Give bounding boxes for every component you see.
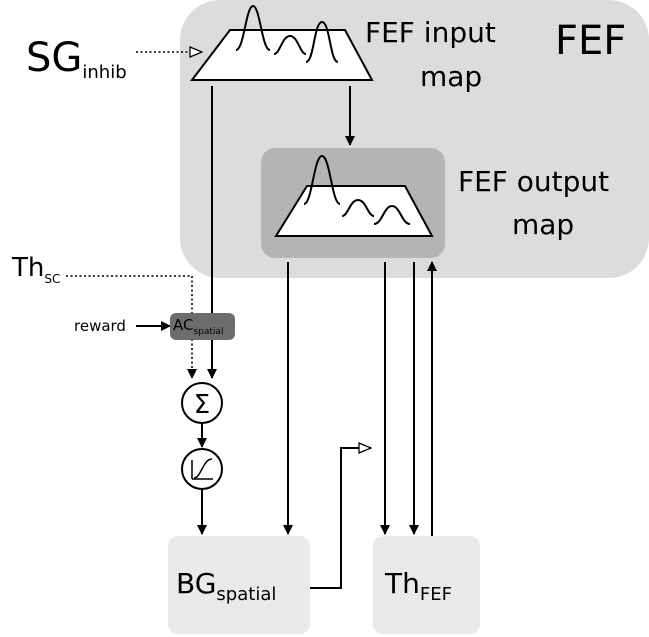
sg-inhib-label: SGinhib xyxy=(26,35,127,83)
reward-label: reward xyxy=(74,317,126,335)
fef-output-map-label-line2: map xyxy=(512,208,574,241)
th-sc-label: ThSC xyxy=(11,253,60,286)
sum-symbol: Σ xyxy=(194,390,210,420)
bg-spatial-node xyxy=(168,536,310,634)
fef-input-map-label-line2: map xyxy=(420,60,482,93)
fef-output-map xyxy=(274,154,434,237)
fef-input-map xyxy=(189,4,374,81)
ac-spatial-box xyxy=(170,313,235,340)
th-fef-label: ThFEF xyxy=(384,567,452,605)
th-sc-dotted-path xyxy=(66,275,197,379)
ac-spatial-label: ACspatial xyxy=(173,316,223,337)
fef-label: FEF xyxy=(555,18,626,64)
fef-input-map-label-line1: FEF input xyxy=(365,16,496,49)
th-fef-node xyxy=(373,536,480,634)
fef-output-map-label-line1: FEF output xyxy=(458,165,609,198)
sigmoid-icon xyxy=(191,458,213,480)
bg-to-thfef-inhibitory-arrow xyxy=(310,448,371,589)
bg-spatial-label: BGspatial xyxy=(176,567,276,605)
